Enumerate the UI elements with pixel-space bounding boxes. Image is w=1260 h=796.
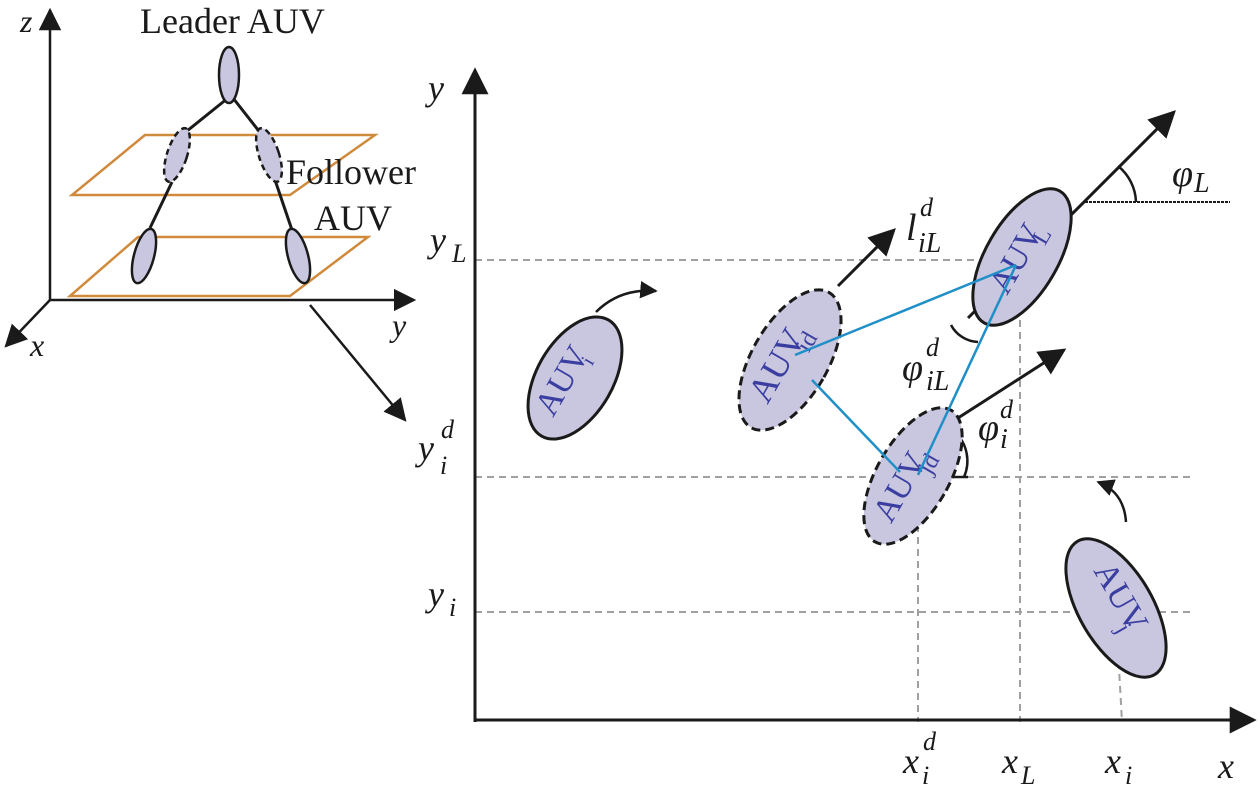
inset-leader-auv (217, 45, 241, 105)
svg-text:x: x (1001, 741, 1018, 781)
svg-text:d: d (441, 415, 455, 444)
inset-formation-links (148, 96, 294, 231)
auv-jd-heading-arrow (957, 348, 1067, 420)
auv-i-motion-arrow (595, 280, 658, 313)
inset-leader-label: Leader AUV (140, 1, 325, 41)
phi-L-label: φ L (1172, 153, 1210, 199)
x-tick-xid: x i d (902, 727, 937, 790)
inset-upper-plane (68, 133, 379, 197)
y-tick-yL: y L (427, 220, 466, 268)
inset-follower-label-1: Follower (286, 152, 416, 192)
svg-text:φ: φ (978, 407, 999, 449)
inset-follower-auv-lower-right (284, 227, 312, 285)
auv-i: AUV i (526, 315, 624, 441)
svg-text:φ: φ (1172, 153, 1193, 195)
svg-text:x: x (902, 741, 919, 781)
formation-connectors (794, 263, 1018, 476)
svg-text:φ: φ (902, 347, 923, 389)
inset-x-axis (4, 299, 51, 348)
inset-follower-auv-upper-left (162, 126, 192, 184)
phi-iL-d-arc (949, 324, 979, 344)
main-coordinate-plane: y x y L y i d y i x i d x L x i (415, 67, 1257, 790)
inset-y-label: y (389, 307, 407, 343)
phi-iL-d-label: φ iL d (902, 333, 949, 397)
inset-follower-label-2: AUV (314, 198, 392, 238)
svg-text:L: L (1193, 168, 1210, 199)
svg-text:iL: iL (918, 228, 941, 259)
inset-follower-auv-lower-left (130, 227, 158, 285)
y-tick-yid: y i d (415, 415, 455, 480)
svg-text:L: L (1020, 761, 1035, 790)
svg-text:y: y (427, 220, 446, 260)
x-tick-xi: x i (1104, 741, 1132, 790)
svg-text:iL: iL (926, 366, 949, 397)
inset-x-label: x (29, 327, 44, 363)
y-tick-yi: y i (425, 574, 456, 622)
auv-id-heading-arrow (836, 228, 896, 288)
svg-text:i: i (440, 451, 447, 480)
auv-id: AUV id (737, 288, 843, 432)
auv-L: AUV L (971, 187, 1073, 327)
x-tick-xL: x L (1001, 741, 1035, 790)
inset-3d-formation: z x y Leader AUV Follower AUV (4, 1, 417, 422)
svg-text:x: x (1104, 741, 1121, 781)
svg-text:d: d (923, 727, 937, 756)
inset-follower-auv-upper-right (254, 126, 284, 184)
svg-text:d: d (920, 193, 934, 222)
svg-text:i: i (1125, 761, 1132, 790)
phi-i-d-label: φ i d (978, 395, 1014, 455)
svg-text:l: l (906, 207, 917, 249)
svg-text:i: i (1000, 424, 1008, 455)
svg-text:y: y (415, 428, 434, 468)
auv-j: AUV j (1064, 537, 1168, 679)
svg-text:d: d (926, 333, 940, 362)
svg-text:d: d (1000, 395, 1014, 424)
svg-text:y: y (425, 574, 444, 614)
svg-text:i: i (922, 761, 929, 790)
svg-text:i: i (449, 593, 456, 622)
l-iL-d-label: l iL d (906, 193, 941, 259)
main-y-label: y (425, 68, 444, 108)
inset-lower-plane (66, 235, 372, 298)
auv-j-motion-arrow (1096, 479, 1128, 523)
inset-z-label: z (19, 3, 33, 39)
main-x-label: x (1217, 746, 1234, 786)
phi-L-arc (1117, 165, 1138, 203)
svg-text:L: L (451, 239, 466, 268)
inset-projection-arrow (309, 304, 407, 422)
